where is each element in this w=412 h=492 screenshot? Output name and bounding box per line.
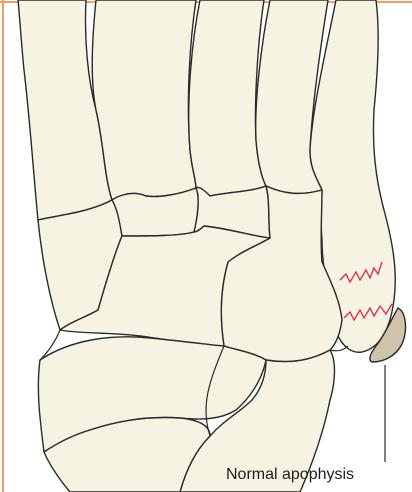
- second-metatarsal: [92, 0, 196, 200]
- apophysis-label: Normal apophysis: [226, 466, 354, 484]
- third-metatarsal: [189, 0, 266, 196]
